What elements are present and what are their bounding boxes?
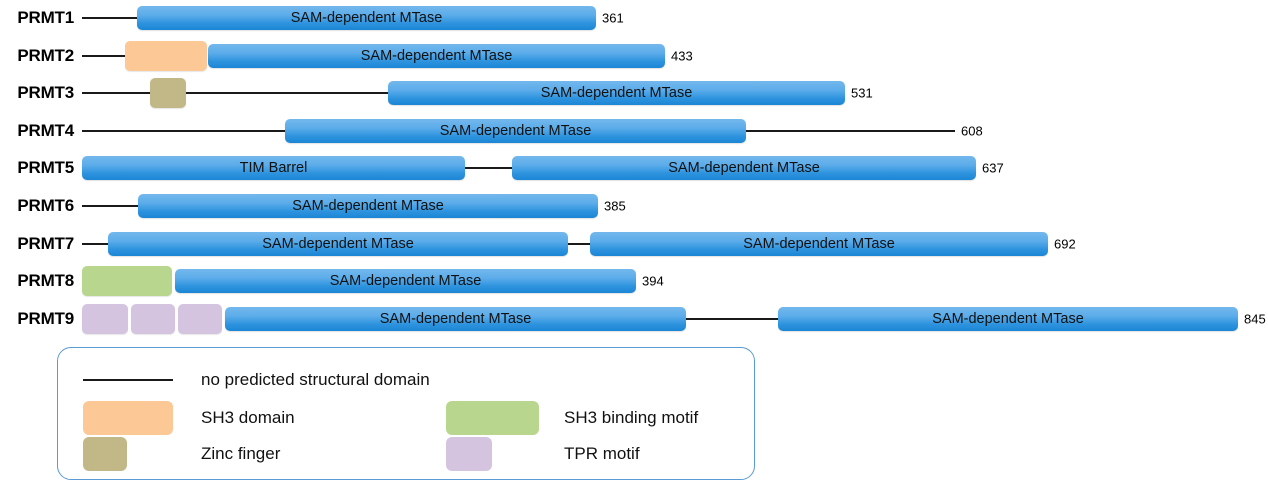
domain-bar-label: SAM-dependent MTase <box>540 85 693 102</box>
domain-bar-label: SAM-dependent MTase <box>932 310 1084 327</box>
protein-row: PRMT1 SAM-dependent MTase 361 <box>0 0 1268 36</box>
protein-length-label: 692 <box>1054 236 1076 252</box>
protein-name-label: PRMT2 <box>17 45 74 65</box>
protein-name-label: PRMT7 <box>17 233 74 253</box>
protein-row: PRMT2 SAM-dependent MTase 433 <box>0 38 1268 74</box>
protein-row: PRMT9 SAM-dependent MTase SAM-dependent MT… <box>0 301 1268 337</box>
protein-row: PRMT4 SAM-dependent MTase 608 <box>0 113 1268 149</box>
no-domain-line <box>82 129 285 132</box>
domain-bar: SAM-dependent MTase <box>388 81 845 106</box>
domain-bar-label: SAM-dependent MTase <box>379 310 532 327</box>
no-domain-line <box>82 92 150 95</box>
domain-bar: SAM-dependent MTase <box>137 6 596 30</box>
protein-row: PRMT7 SAM-dependent MTase SAM-dependent MT… <box>0 226 1268 262</box>
legend-swatch-zinc <box>83 437 127 471</box>
protein-name-label: PRMT5 <box>17 158 74 178</box>
domain-bar-label: SAM-dependent MTase <box>292 198 444 214</box>
legend-color-swatch <box>83 437 127 471</box>
domain-bar: SAM-dependent MTase <box>225 306 686 331</box>
domain-bar-label: TIM Barrel <box>239 160 308 177</box>
no-domain-line <box>465 167 512 170</box>
no-domain-line <box>82 205 138 207</box>
protein-length-label: 845 <box>1244 311 1266 327</box>
domain-bar-label: SAM-dependent MTase <box>290 10 443 26</box>
domain-bar: SAM-dependent MTase <box>590 231 1048 256</box>
protein-length-label: 394 <box>642 273 664 289</box>
no-domain-line <box>568 242 590 245</box>
protein-length-label: 608 <box>961 123 983 139</box>
legend-swatch-line <box>83 379 173 381</box>
domain-bar: SAM-dependent MTase <box>175 269 636 294</box>
protein-length-label: 433 <box>671 48 693 64</box>
legend-label: Zinc finger <box>201 444 281 463</box>
legend-label: no predicted structural domain <box>201 370 430 389</box>
protein-length-label: 385 <box>604 198 626 214</box>
domain-bar-label: SAM-dependent MTase <box>439 122 592 139</box>
no-domain-line <box>82 54 125 57</box>
protein-length-label: 361 <box>602 10 624 26</box>
no-domain-line <box>186 92 388 95</box>
domain-bar-label: SAM-dependent MTase <box>743 235 895 252</box>
protein-row: PRMT5 TIM Barrel SAM-dependent MTase 637 <box>0 150 1268 186</box>
domain-bar: SAM-dependent MTase <box>108 231 568 256</box>
legend-label: TPR motif <box>564 444 640 463</box>
tpr-motif-box <box>178 303 222 334</box>
legend-label: SH3 binding motif <box>564 408 699 427</box>
domain-bar: SAM-dependent MTase <box>208 43 665 68</box>
protein-name-label: PRMT4 <box>17 120 74 140</box>
protein-name-label: PRMT9 <box>17 308 74 328</box>
no-domain-line <box>82 242 108 245</box>
domain-bar: SAM-dependent MTase <box>138 194 598 218</box>
protein-name-label: PRMT8 <box>17 271 74 291</box>
sh3-binding-motif-box <box>82 266 172 297</box>
domain-bar-label: SAM-dependent MTase <box>329 273 482 290</box>
protein-name-label: PRMT1 <box>17 8 74 27</box>
domain-bar: SAM-dependent MTase <box>778 306 1238 331</box>
legend-color-swatch <box>446 401 539 435</box>
protein-row: PRMT8 SAM-dependent MTase 394 <box>0 263 1268 299</box>
legend-color-swatch <box>83 401 173 435</box>
no-domain-line <box>82 17 137 19</box>
domain-bar: SAM-dependent MTase <box>285 118 746 143</box>
protein-length-label: 637 <box>982 160 1004 176</box>
no-domain-line <box>746 129 955 132</box>
tpr-motif-box <box>82 303 128 334</box>
legend-swatch-tpr <box>446 437 492 471</box>
domain-bar-label: SAM-dependent MTase <box>262 235 414 252</box>
legend-swatch-sh3bind <box>446 401 539 435</box>
sh3-domain-box <box>125 40 207 71</box>
domain-bar-label: SAM-dependent MTase <box>360 47 513 64</box>
no-domain-line <box>686 317 778 320</box>
protein-row: PRMT3 SAM-dependent MTase 531 <box>0 75 1268 111</box>
tpr-motif-box <box>131 303 175 334</box>
legend-label: SH3 domain <box>201 408 295 427</box>
domain-bar: SAM-dependent MTase <box>512 156 976 181</box>
protein-name-label: PRMT6 <box>17 196 74 215</box>
protein-length-label: 531 <box>851 85 873 101</box>
legend-color-swatch <box>446 437 492 471</box>
domain-bar-label: SAM-dependent MTase <box>668 160 820 177</box>
legend-line-swatch <box>83 379 173 381</box>
legend-swatch-sh3 <box>83 401 173 435</box>
protein-row: PRMT6 SAM-dependent MTase 385 <box>0 188 1268 224</box>
zinc-finger-box <box>150 78 186 109</box>
protein-name-label: PRMT3 <box>17 83 74 103</box>
domain-bar: TIM Barrel <box>82 156 465 181</box>
